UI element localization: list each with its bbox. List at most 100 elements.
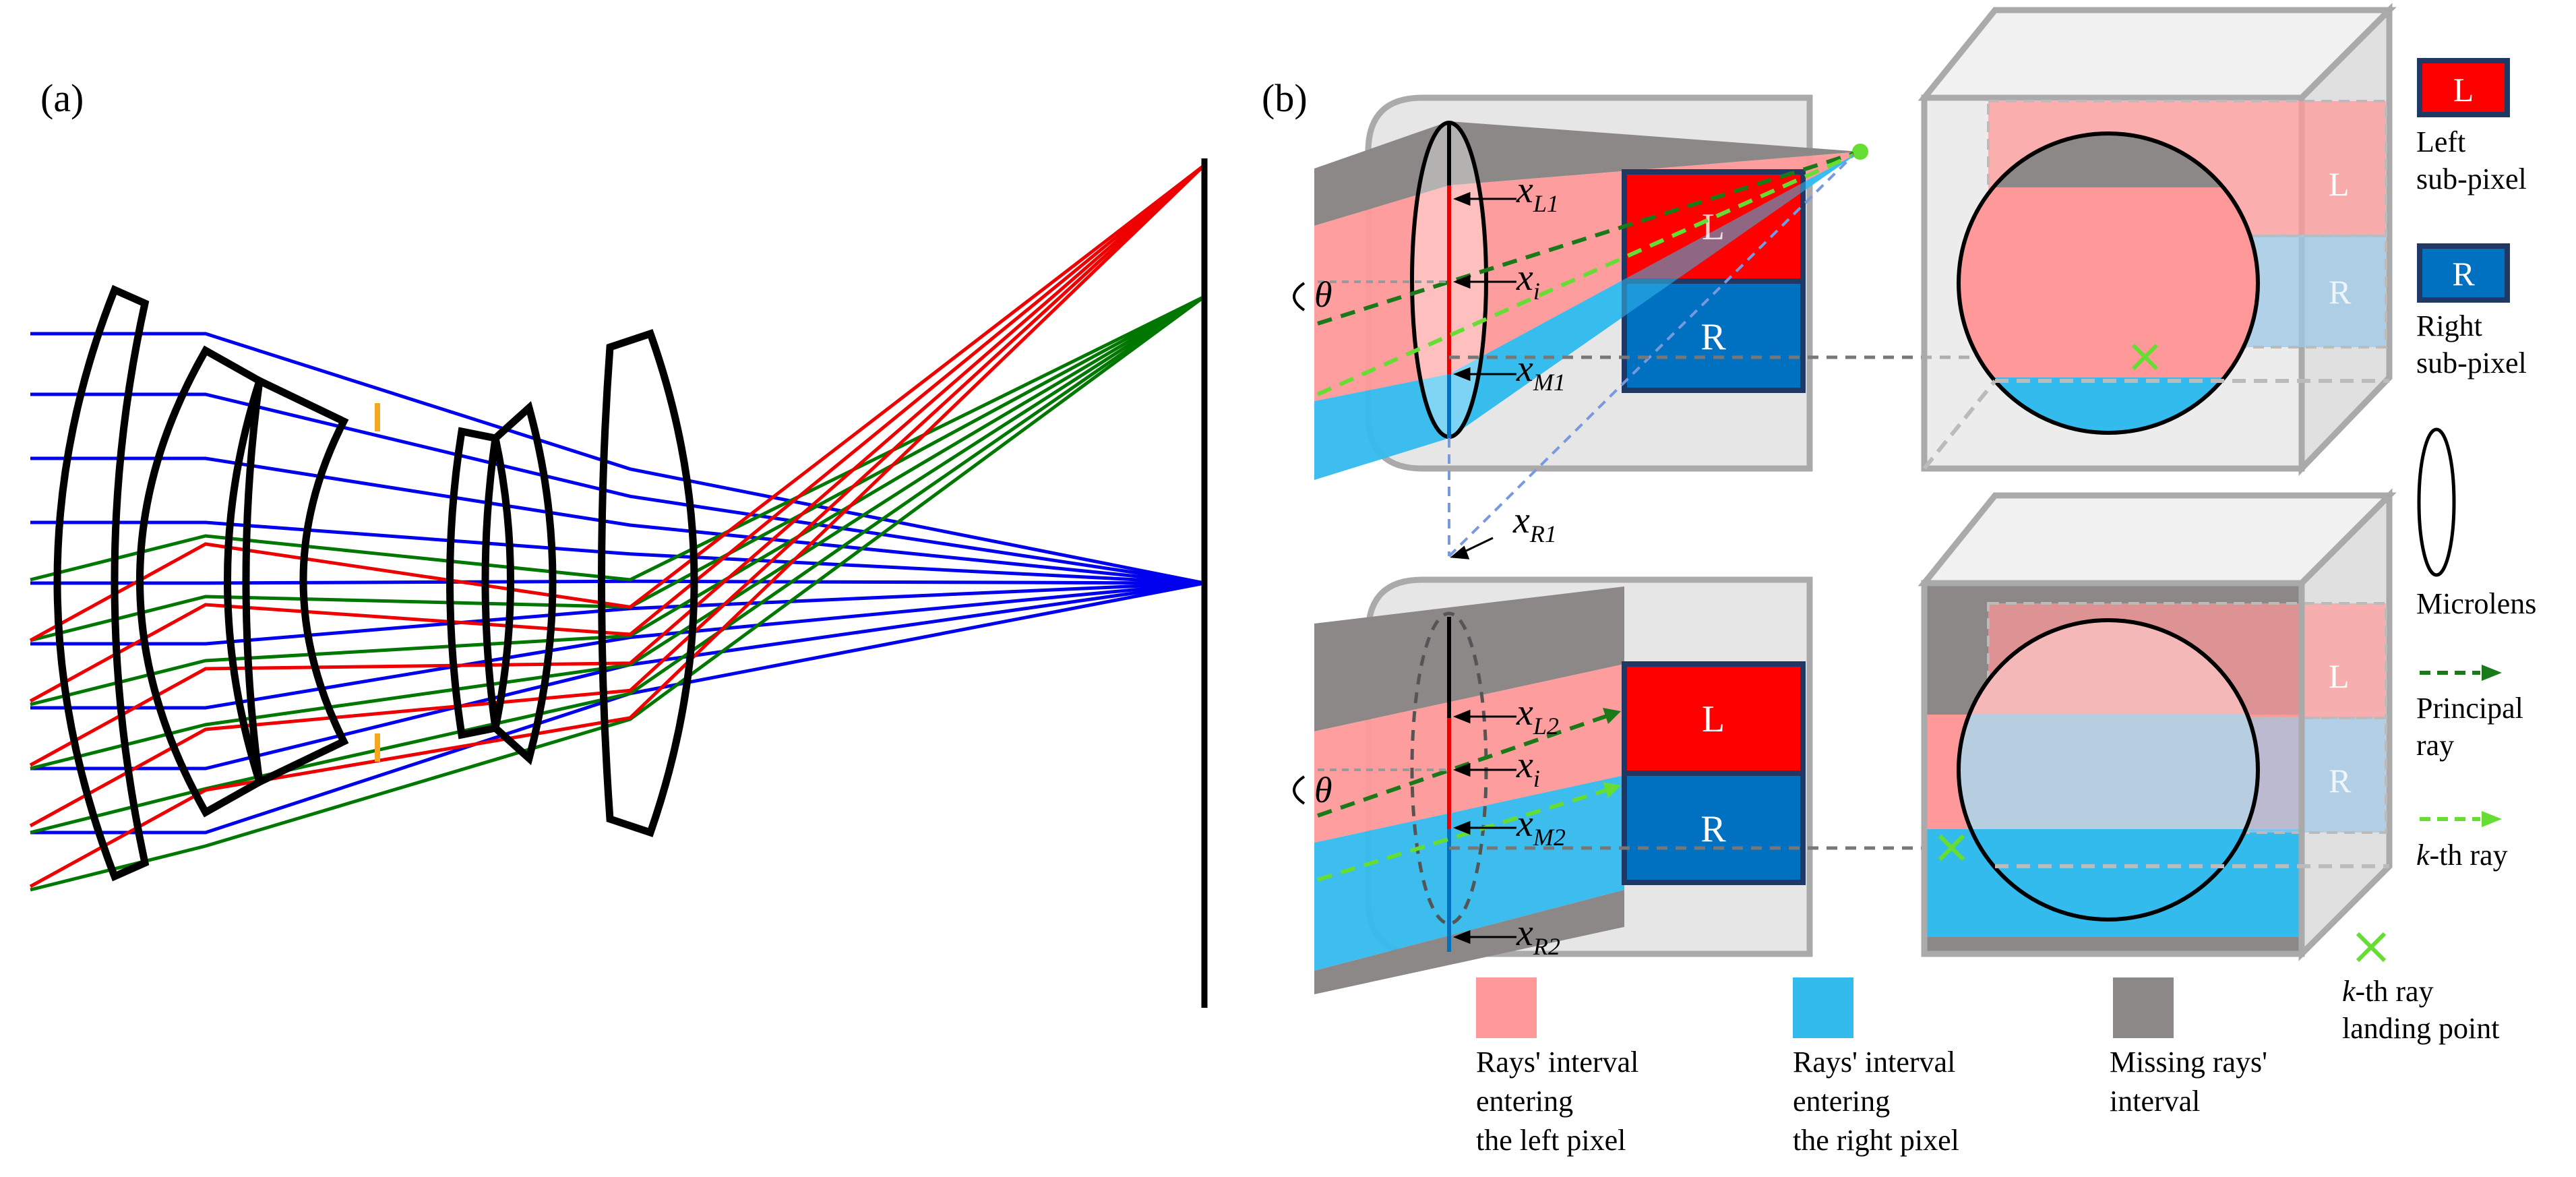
labels-bottom — [1452, 709, 1516, 944]
legend-missing-interval-line1: Missing rays' — [2110, 1046, 2267, 1079]
legend-right-interval-line3: the right pixel — [1793, 1124, 1959, 1157]
legend-kth-ray-arrow — [2482, 811, 2502, 827]
right-interval-band-bottom — [1314, 775, 1624, 971]
kth-ray-top — [1316, 153, 1855, 396]
ray-green-0 — [30, 295, 1206, 582]
kth-ray-bottom — [1317, 787, 1612, 882]
right-pixel-beam-top — [1449, 152, 1860, 438]
label-theta-top: θ — [1314, 274, 1332, 315]
ray-red-1 — [29, 164, 1206, 703]
legend-landing-point-line1: k-th ray — [2342, 975, 2434, 1008]
legend-microlens-icon — [2417, 427, 2456, 577]
legend-landing-point-icon — [2356, 932, 2387, 963]
cube-front-face-bottom — [1921, 580, 2305, 957]
angle-arc-bottom — [1293, 775, 1306, 805]
left-subpixel-bottom — [1622, 661, 1806, 776]
side-view-top: L R — [1314, 94, 2143, 557]
legend-left-subpixel-swatch — [2417, 58, 2510, 117]
landing-point-bottom — [1938, 834, 1965, 862]
math-labels-top: xL1 xi xM1 xR1 θ — [1293, 169, 1566, 547]
legend-right-subpixel-line2: sub-pixel — [2416, 346, 2527, 380]
lens-element-3 — [242, 375, 349, 788]
right-subpixel-top-label: R — [1700, 316, 1726, 358]
legend-right-subpixel-letter: R — [2452, 255, 2475, 293]
cube-right-letter-bottom: R — [2329, 762, 2352, 799]
legend-left-interval-line2: entering — [1476, 1085, 1573, 1118]
ray-blue-6 — [30, 581, 1205, 710]
ray-blue-1 — [30, 392, 1205, 585]
label-theta-bottom: θ — [1314, 770, 1332, 810]
ray-red-4 — [29, 164, 1206, 888]
ray-blue-4 — [30, 579, 1205, 585]
lens-element-6 — [598, 329, 698, 837]
ray-red-3 — [29, 164, 1206, 828]
label-xR2: xR2 — [1516, 912, 1560, 960]
lens-elements — [53, 284, 698, 882]
ray-red-2 — [29, 164, 1206, 767]
legend-left-subpixel-letter: L — [2453, 71, 2474, 109]
cube-right-letter-top: R — [2329, 273, 2352, 311]
right-legend: L Left sub-pixel R Right sub-pixel Micro… — [2342, 58, 2536, 1045]
principal-ray-top — [1317, 152, 1854, 326]
legend-microlens-label: Microlens — [2416, 587, 2536, 620]
sensor-aperture-bottom — [1957, 618, 2260, 922]
ray-blue-0 — [30, 332, 1205, 585]
legend-principal-ray-line2: ray — [2416, 729, 2454, 762]
right-subpixel-top — [1622, 278, 1806, 393]
ray-blue-3 — [30, 520, 1205, 585]
cube-left-letter-top: L — [2329, 165, 2350, 203]
panel-a: (a) — [29, 76, 1208, 1008]
labels-top — [1450, 191, 1516, 560]
lens-element-5 — [491, 400, 557, 766]
legend-principal-ray-arrow — [2482, 665, 2502, 681]
lens-element-4 — [446, 427, 500, 740]
label-xL1: xL1 — [1516, 169, 1559, 217]
bottom-legend: Rays' interval entering the left pixel R… — [1476, 977, 2267, 1157]
legend-principal-ray-line1: Principal — [2416, 692, 2523, 725]
legend-left-interval-line1: Rays' interval — [1476, 1046, 1638, 1079]
legend-right-interval-line1: Rays' interval — [1793, 1046, 1955, 1079]
cube-view-top: L R — [1918, 3, 2397, 477]
angle-arc-top — [1293, 282, 1306, 311]
panel-b: (b) L R — [1262, 3, 2536, 1157]
legend-left-interval-line3: the left pixel — [1476, 1124, 1626, 1157]
principal-ray-bottom — [1317, 713, 1612, 818]
label-xM2: xM2 — [1516, 803, 1566, 851]
sensor-aperture-top — [1957, 131, 2260, 435]
legend-left-subpixel-line1: Left — [2416, 125, 2465, 158]
cube-left-letter-bottom: L — [2329, 657, 2350, 695]
legend-missing-interval-line2: interval — [2110, 1085, 2200, 1118]
right-subpixel-bottom — [1622, 771, 1806, 885]
left-interval-band-bottom — [1314, 664, 1624, 843]
panel-a-label: (a) — [40, 76, 84, 120]
missing-rays-band-bottom-top — [1314, 586, 1624, 731]
principal-ray-bottom-arrow — [1603, 708, 1621, 724]
label-xM1: xM1 — [1516, 348, 1566, 396]
right-subpixel-bottom-label: R — [1700, 808, 1726, 850]
microlens-bottom — [1410, 611, 1488, 926]
ray-bundle-mid-field — [30, 295, 1206, 892]
ray-construction-top — [1448, 154, 1855, 557]
lens-element-2 — [136, 345, 264, 818]
legend-left-subpixel-line2: sub-pixel — [2416, 162, 2527, 195]
legend-right-interval-swatch — [1793, 977, 1853, 1038]
legend-missing-interval-swatch — [2113, 977, 2174, 1038]
left-subpixel-bottom-label: L — [1702, 698, 1725, 740]
label-xi-top: xi — [1516, 257, 1540, 305]
side-view-bottom: L R — [1314, 576, 1958, 994]
kth-ray-bottom-arrow — [1603, 782, 1621, 798]
cube-view-bottom: L R — [1918, 488, 2397, 961]
legend-right-interval-line2: entering — [1793, 1085, 1890, 1118]
cube-hidden-edge-top — [1922, 380, 1997, 470]
legend-kth-ray-label: k-th ray — [2416, 839, 2508, 872]
ray-blue-2 — [30, 456, 1205, 585]
lens-element-1 — [53, 284, 150, 882]
legend-right-subpixel-line1: Right — [2416, 309, 2482, 342]
ray-red-0 — [29, 164, 1206, 642]
legend-landing-point-line2: landing point — [2342, 1012, 2499, 1045]
landing-point-top — [2131, 343, 2159, 371]
ray-green-5 — [30, 295, 1206, 892]
panel-b-label: (b) — [1262, 76, 1308, 120]
legend-right-subpixel-swatch — [2417, 243, 2510, 303]
